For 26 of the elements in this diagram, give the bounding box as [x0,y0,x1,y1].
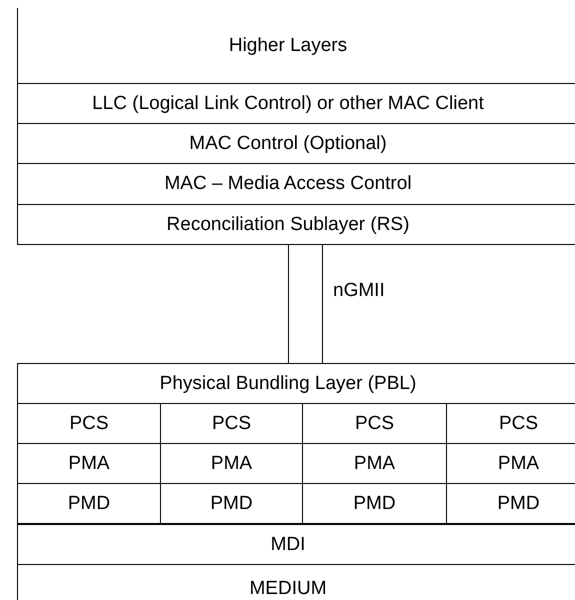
layer-label: PMA [68,452,110,474]
layer-label: PCS [498,412,538,434]
layer-label: PMA [354,452,396,474]
layer-label: Physical Bundling Layer (PBL) [160,372,416,394]
layer-label: Reconciliation Sublayer (RS) [166,214,410,236]
layer-label: PCS [212,412,252,434]
layer-box [17,204,575,245]
layer-label: PMA [498,452,540,474]
layer-label: PCS [69,412,109,434]
layer-label: PMD [210,492,253,514]
layer-label: PMD [497,492,540,514]
layer-label: MAC – Media Access Control [164,173,412,195]
layer-box [17,363,575,404]
layer-label: MDI [270,534,306,556]
layer-box [17,524,575,565]
layer-label: MEDIUM [249,578,327,600]
layer-label: Higher Layers [228,34,348,56]
layer-box [17,483,161,524]
layer-label: MAC Control (Optional) [189,132,387,154]
layer-label: LLC (Logical Link Control) or other MAC Client [92,92,484,114]
layer-label: PMA [210,452,252,474]
interface-label: nGMII [333,280,385,302]
layer-label: PMD [353,492,396,514]
interface-box [288,244,323,364]
layer-label: PCS [354,412,394,434]
layer-label: PMD [68,492,110,514]
